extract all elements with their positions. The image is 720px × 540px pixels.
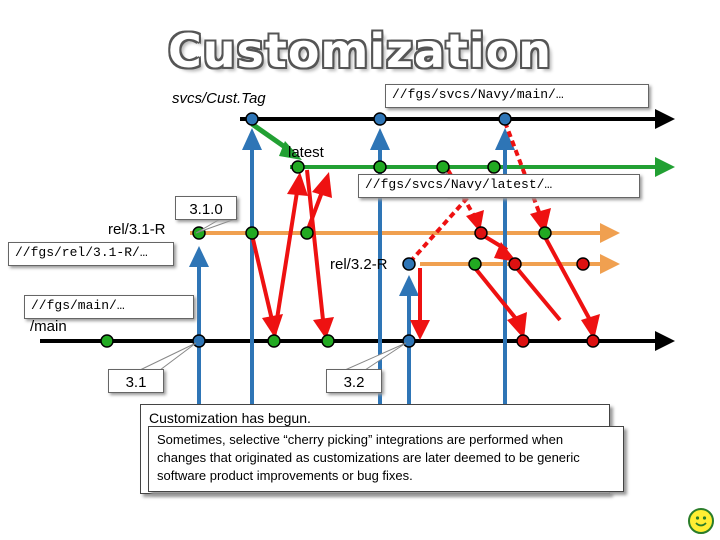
merge-rel32-main-d [513, 264, 562, 322]
node [402, 257, 416, 271]
latest-arrowhead [655, 157, 675, 177]
node [373, 160, 387, 174]
merge-rel31-latest-head [312, 172, 332, 198]
merge-main-latest-head [287, 172, 308, 196]
promote-arrowhead [279, 141, 302, 160]
node [436, 160, 450, 174]
node [586, 334, 600, 348]
node [474, 226, 488, 240]
merge-rel32-main-b [473, 266, 519, 322]
navy-main-path-label: //fgs/svcs/Navy/main/… [385, 84, 649, 108]
rel31-arrowhead [600, 223, 620, 243]
rel31-path-label: //fgs/rel/3.1-R/… [8, 242, 174, 266]
node [468, 257, 482, 271]
callout-pointer-310 [195, 217, 239, 234]
branch-navy-latest-arrowhead [370, 128, 390, 150]
main-arrowhead [655, 331, 675, 351]
node [192, 334, 206, 348]
merge-rel32-main-a-head [410, 320, 430, 340]
node [487, 160, 501, 174]
navy-main-arrowhead [655, 109, 675, 129]
branch-rel32-arrowhead [399, 275, 419, 296]
node [100, 334, 114, 348]
version-310-callout: 3.1.0 [175, 196, 237, 220]
merge-rel31-rel32-head [494, 242, 517, 262]
version-31-callout: 3.1 [108, 369, 164, 393]
main-label: /main [30, 318, 67, 335]
callout-pointer-31 [139, 342, 197, 371]
branch-navy-main-arrowhead [495, 128, 515, 150]
note-front: Sometimes, selective “cherry picking” in… [148, 426, 624, 492]
node [508, 257, 522, 271]
merge-rel31-main-head [262, 314, 283, 338]
node [267, 334, 281, 348]
merge-latest-main-head [313, 317, 334, 339]
branch-rel31-arrowhead [189, 246, 209, 267]
rel32-label: rel/3.2-R [330, 256, 388, 273]
node [576, 257, 590, 271]
branch-cust-arrowhead [242, 128, 262, 150]
node [538, 226, 552, 240]
node [321, 334, 335, 348]
page-title: Customization [167, 24, 553, 78]
navy-latest-path-label: //fgs/svcs/Navy/latest/… [358, 174, 640, 198]
node [402, 334, 416, 348]
merge-rel31-latest [305, 191, 324, 233]
rel31-label: rel/3.1-R [108, 221, 166, 238]
merge-latest-rel32 [446, 169, 476, 217]
merge-rel32-main-c [543, 236, 592, 321]
node [300, 226, 314, 240]
node [516, 334, 530, 348]
node [373, 112, 387, 126]
merge-main-latest [272, 191, 299, 339]
node [245, 226, 259, 240]
smiley-icon [688, 508, 714, 534]
callout-pointer-32 [344, 342, 407, 371]
node [291, 160, 305, 174]
rel32-arrowhead [600, 254, 620, 274]
node [245, 112, 259, 126]
merge-rel32-main-b-head [507, 312, 527, 339]
cust-tag-label: svcs/Cust.Tag [172, 90, 266, 107]
main-path-label: //fgs/main/… [24, 295, 194, 319]
merge-rel31-main [250, 234, 274, 321]
merge-latest-main [305, 169, 325, 321]
node [498, 112, 512, 126]
latest-label: latest [288, 144, 324, 161]
merge-rel32-main-c-head [581, 314, 600, 340]
version-32-callout: 3.2 [326, 369, 382, 393]
